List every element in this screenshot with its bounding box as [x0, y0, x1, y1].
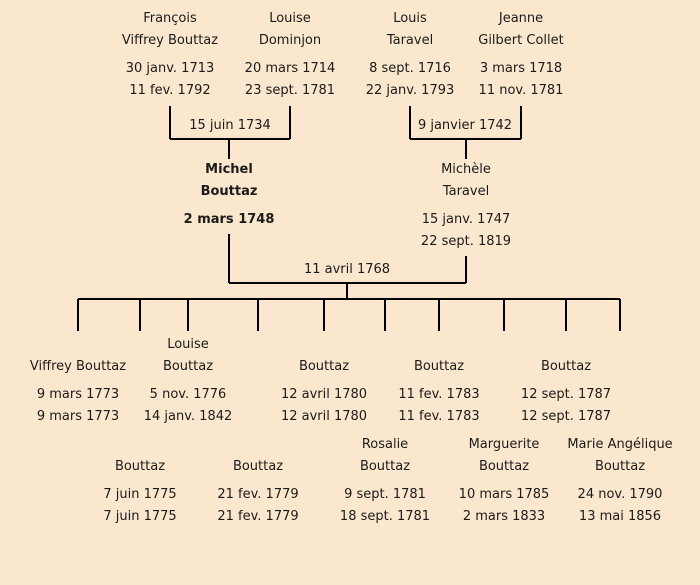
person-name-line2: Viffrey Bouttaz — [29, 359, 127, 374]
death-date: 21 fev. 1779 — [217, 509, 299, 524]
person-name-line1: Rosalie — [361, 437, 409, 452]
death-date: 23 sept. 1781 — [244, 83, 336, 98]
person-name-line1: Marie Angélique — [567, 437, 673, 452]
person-name-line2: Bouttaz — [413, 359, 465, 374]
death-date: 7 juin 1775 — [103, 509, 177, 524]
person-name-line2: Bouttaz — [540, 359, 592, 374]
person-michel-bouttaz[interactable]: Michel Bouttaz 2 mars 1748 — [164, 159, 294, 231]
person-name-line1: Michel — [205, 162, 253, 177]
birth-date: 24 nov. 1790 — [577, 487, 663, 502]
child-bouttaz-1780[interactable]: Bouttaz 12 avril 1780 12 avril 1780 — [254, 334, 394, 428]
birth-date: 21 fev. 1779 — [217, 487, 299, 502]
death-date: 13 mai 1856 — [578, 509, 662, 524]
death-date: 22 janv. 1793 — [365, 83, 455, 98]
birth-date: 9 sept. 1781 — [344, 487, 426, 502]
death-date: 2 mars 1833 — [462, 509, 546, 524]
person-name-line2: Bouttaz — [478, 459, 530, 474]
death-date: 11 fev. 1792 — [129, 83, 211, 98]
child-bouttaz-1787[interactable]: Bouttaz 12 sept. 1787 12 sept. 1787 — [496, 334, 636, 428]
person-name-line1: Jeanne — [498, 11, 544, 26]
birth-date: 2 mars 1748 — [183, 212, 275, 227]
death-date: 12 sept. 1787 — [520, 409, 612, 424]
person-michele-taravel[interactable]: Michèle Taravel 15 janv. 1747 22 sept. 1… — [401, 159, 531, 253]
child-bouttaz-1775[interactable]: Bouttaz 7 juin 1775 7 juin 1775 — [70, 434, 210, 528]
death-date: 11 fev. 1783 — [398, 409, 480, 424]
person-name-line1: Louis — [393, 11, 427, 26]
death-date: 18 sept. 1781 — [339, 509, 431, 524]
person-louis-taravel[interactable]: Louis Taravel 8 sept. 1716 22 janv. 1793 — [345, 8, 475, 102]
child-bouttaz-1779[interactable]: Bouttaz 21 fev. 1779 21 fev. 1779 — [188, 434, 328, 528]
person-name-line2: Dominjon — [258, 33, 322, 48]
person-louise-dominjon[interactable]: Louise Dominjon 20 mars 1714 23 sept. 17… — [225, 8, 355, 102]
death-date: 14 janv. 1842 — [143, 409, 233, 424]
person-name-line2: Bouttaz — [594, 459, 646, 474]
birth-date: 20 mars 1714 — [244, 61, 336, 76]
marriage-date-1742: 9 janvier 1742 — [417, 118, 513, 133]
person-name-line1: Louise — [167, 337, 209, 352]
person-name-line1: François — [143, 11, 197, 26]
birth-date: 10 mars 1785 — [458, 487, 550, 502]
person-name-line2: Taravel — [442, 184, 490, 199]
person-name-line1: Marguerite — [468, 437, 540, 452]
child-marie-angelique-bouttaz-1790[interactable]: Marie Angélique Bouttaz 24 nov. 1790 13 … — [550, 434, 690, 528]
birth-date: 30 janv. 1713 — [125, 61, 215, 76]
person-name-line2: Taravel — [386, 33, 434, 48]
death-date: 9 mars 1773 — [36, 409, 120, 424]
person-francois-viffrey-bouttaz[interactable]: François Viffrey Bouttaz 30 janv. 1713 1… — [105, 8, 235, 102]
birth-date: 5 nov. 1776 — [149, 387, 227, 402]
marriage-date-1768: 11 avril 1768 — [303, 262, 391, 277]
marriage-date-1734: 15 juin 1734 — [189, 118, 271, 133]
death-date: 22 sept. 1819 — [420, 234, 512, 249]
person-name-line2: Viffrey Bouttaz — [121, 33, 219, 48]
birth-date: 11 fev. 1783 — [398, 387, 480, 402]
person-name-line1 — [369, 334, 509, 356]
birth-date: 12 sept. 1787 — [520, 387, 612, 402]
child-bouttaz-1783[interactable]: Bouttaz 11 fev. 1783 11 fev. 1783 — [369, 334, 509, 428]
person-name-line2: Bouttaz — [114, 459, 166, 474]
person-name-line2: Bouttaz — [162, 359, 214, 374]
birth-date: 7 juin 1775 — [103, 487, 177, 502]
death-date: 12 avril 1780 — [280, 409, 368, 424]
person-name-line2: Bouttaz — [200, 184, 258, 199]
person-name-line1 — [496, 334, 636, 356]
person-name-line2: Bouttaz — [298, 359, 350, 374]
death-date: 11 nov. 1781 — [478, 83, 564, 98]
birth-date: 15 janv. 1747 — [421, 212, 511, 227]
person-name-line1 — [188, 434, 328, 456]
person-name-line2: Bouttaz — [232, 459, 284, 474]
person-name-line2: Gilbert Collet — [478, 33, 564, 48]
child-viffrey-bouttaz-1773[interactable]: Viffrey Bouttaz 9 mars 1773 9 mars 1773 — [8, 334, 148, 428]
person-name-line1: Louise — [269, 11, 311, 26]
person-jeanne-gilbert-collet[interactable]: Jeanne Gilbert Collet 3 mars 1718 11 nov… — [456, 8, 586, 102]
child-rosalie-bouttaz-1781[interactable]: Rosalie Bouttaz 9 sept. 1781 18 sept. 17… — [315, 434, 455, 528]
birth-date: 3 mars 1718 — [479, 61, 563, 76]
child-marguerite-bouttaz-1785[interactable]: Marguerite Bouttaz 10 mars 1785 2 mars 1… — [434, 434, 574, 528]
child-louise-bouttaz-1776[interactable]: Louise Bouttaz 5 nov. 1776 14 janv. 1842 — [118, 334, 258, 428]
birth-date: 9 mars 1773 — [36, 387, 120, 402]
person-name-line2: Bouttaz — [359, 459, 411, 474]
birth-date: 12 avril 1780 — [280, 387, 368, 402]
birth-date: 8 sept. 1716 — [369, 61, 451, 76]
person-name-line1: Michèle — [441, 162, 491, 177]
